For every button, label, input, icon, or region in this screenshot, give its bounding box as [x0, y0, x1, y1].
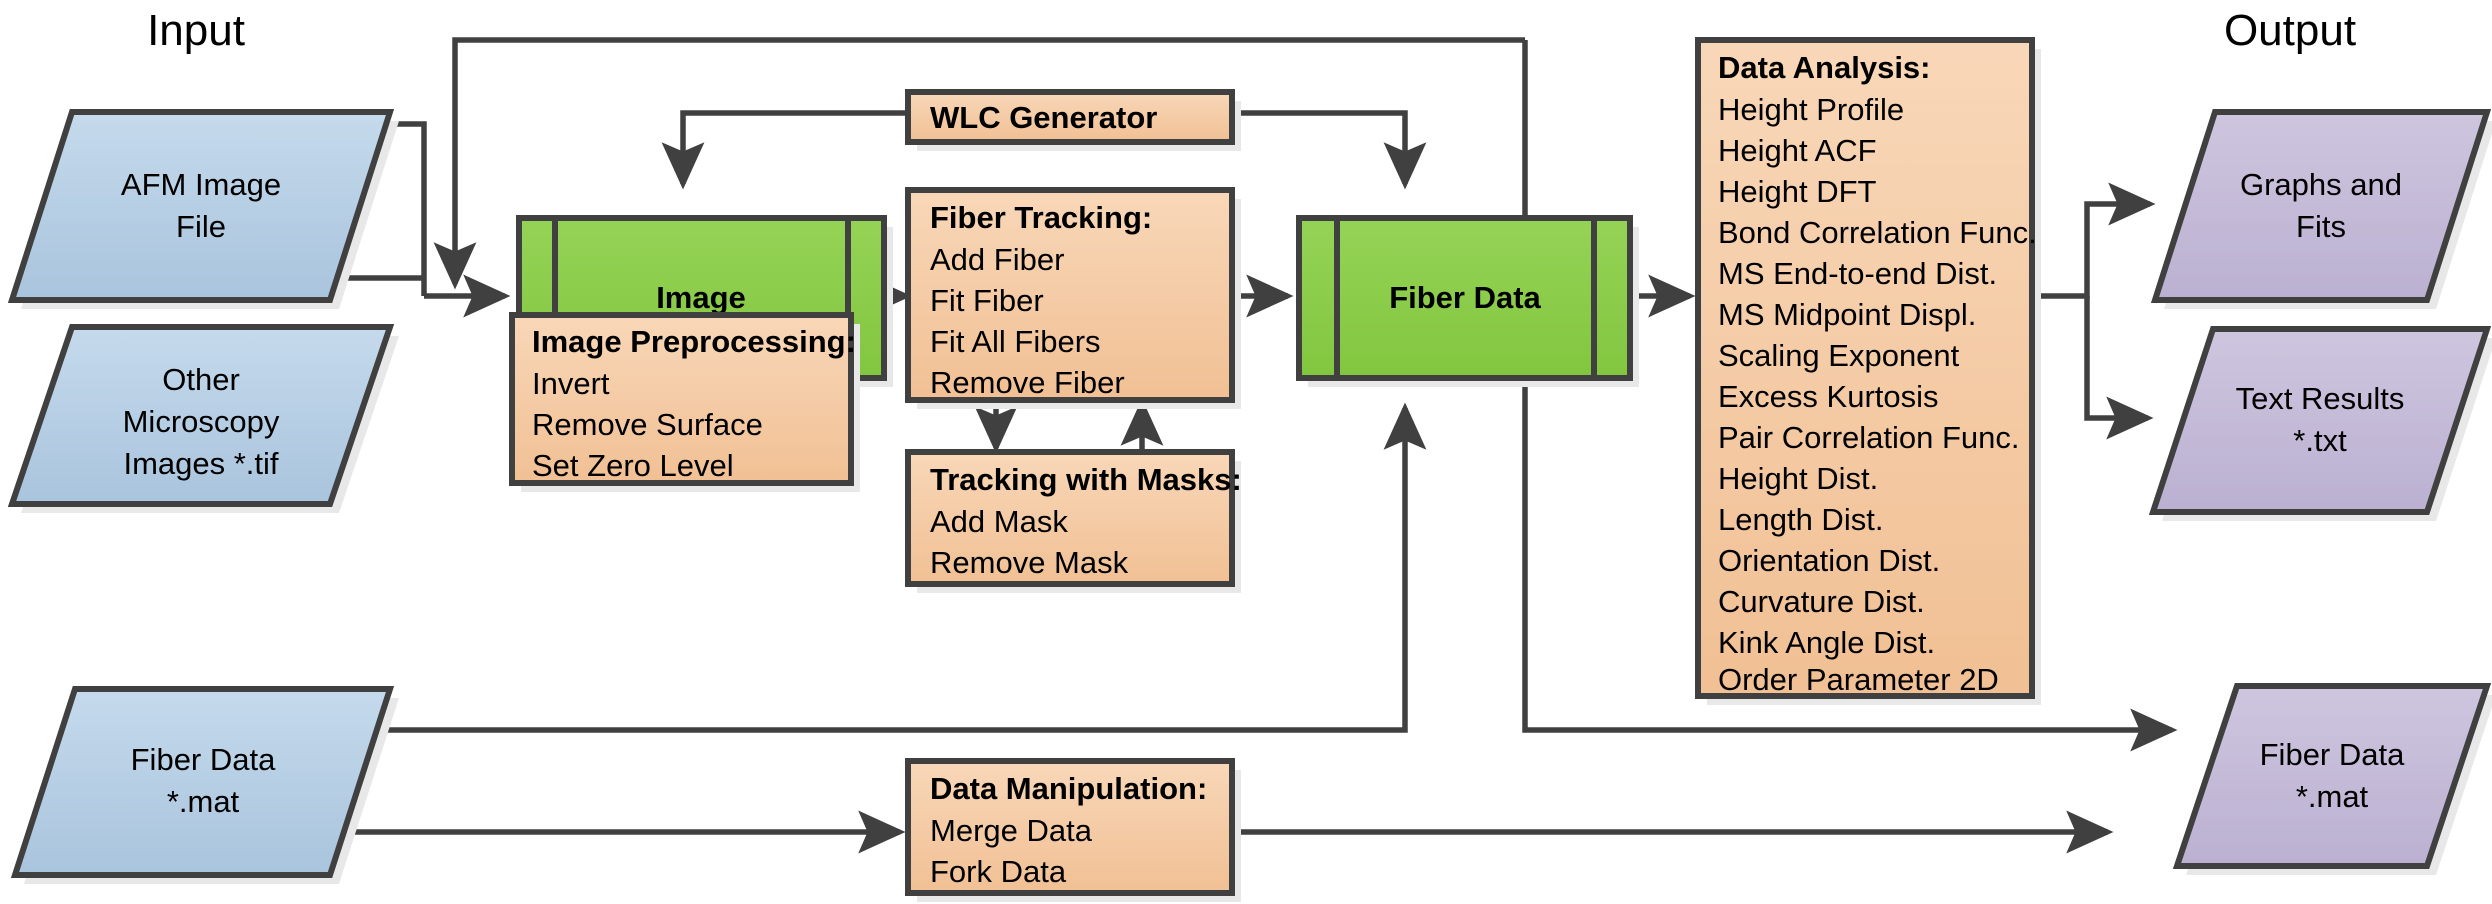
node-fiber-data-mat-input[interactable]: Fiber Data *.mat	[10, 686, 399, 884]
node-fiber-tracking[interactable]: Fiber Tracking: Add Fiber Fit Fiber Fit …	[905, 187, 1241, 409]
node-graphs-and-fits[interactable]: Graphs and Fits	[2150, 109, 2492, 309]
image-label: Image	[656, 280, 746, 315]
data-manipulation-item: Fork Data	[930, 854, 1067, 889]
node-tracking-with-masks[interactable]: Tracking with Masks: Add Mask Remove Mas…	[905, 449, 1242, 593]
data-analysis-item: Height Dist.	[1718, 461, 1878, 496]
data-analysis-item: Height DFT	[1718, 174, 1877, 209]
tracking-with-masks-item: Add Mask	[930, 504, 1068, 539]
connector-fiberdata-to-image-top	[433, 37, 1525, 290]
data-analysis-item: Bond Correlation Func.	[1718, 215, 2037, 250]
data-analysis-title: Data Analysis:	[1718, 50, 1931, 85]
data-analysis-item: Height Profile	[1718, 92, 1904, 127]
data-analysis-item: Height ACF	[1718, 133, 1877, 168]
data-analysis-item: MS End-to-end Dist.	[1718, 256, 1997, 291]
data-manipulation-item: Merge Data	[930, 813, 1093, 848]
node-fiber-data[interactable]: Fiber Data	[1296, 215, 1639, 387]
fiber-data-in-line-2: *.mat	[167, 784, 240, 819]
graphs-and-fits-line-2: Fits	[2296, 209, 2346, 244]
text-results-line-1: Text Results	[2236, 381, 2405, 416]
node-other-microscopy-images[interactable]: Other Microscopy Images *.tif	[7, 324, 399, 513]
node-data-manipulation[interactable]: Data Manipulation: Merge Data Fork Data	[905, 758, 1241, 902]
other-microscopy-line-1: Other	[162, 362, 240, 397]
fiber-tracking-item: Fit All Fibers	[930, 324, 1101, 359]
node-afm-image-file[interactable]: AFM Image File	[7, 109, 399, 309]
connector-wlc-to-fiberdata	[1232, 110, 1427, 190]
data-analysis-item: Order Parameter 2D	[1718, 662, 1999, 697]
afm-image-file-line-2: File	[176, 209, 226, 244]
image-preprocessing-item: Set Zero Level	[532, 448, 734, 483]
data-analysis-item: Length Dist.	[1718, 502, 1883, 537]
fiber-data-label: Fiber Data	[1389, 280, 1541, 315]
wlc-generator-label: WLC Generator	[930, 100, 1157, 135]
fiber-tracking-title: Fiber Tracking:	[930, 200, 1152, 235]
node-fiber-data-mat-output[interactable]: Fiber Data *.mat	[2172, 683, 2492, 875]
text-results-line-2: *.txt	[2293, 423, 2347, 458]
connector-analysis-to-graphs	[2032, 182, 2156, 299]
image-preprocessing-item: Invert	[532, 366, 610, 401]
input-header: Input	[147, 6, 245, 55]
data-analysis-item: Orientation Dist.	[1718, 543, 1940, 578]
tracking-with-masks-item: Remove Mask	[930, 545, 1129, 580]
afm-image-file-line-1: AFM Image	[121, 167, 281, 202]
data-analysis-item: MS Midpoint Displ.	[1718, 297, 1976, 332]
image-preprocessing-item: Remove Surface	[532, 407, 763, 442]
data-analysis-item: Scaling Exponent	[1718, 338, 1960, 373]
data-manipulation-title: Data Manipulation:	[930, 771, 1207, 806]
node-data-analysis[interactable]: Data Analysis: Height Profile Height ACF…	[1695, 37, 2041, 705]
fiber-tracking-item: Add Fiber	[930, 242, 1064, 277]
data-analysis-item: Pair Correlation Func.	[1718, 420, 2020, 455]
fiber-data-out-line-2: *.mat	[2296, 779, 2369, 814]
connector-wlc-to-image	[661, 110, 908, 190]
connector-analysis-to-text	[2084, 296, 2154, 440]
fiber-data-out-line-1: Fiber Data	[2260, 737, 2405, 772]
data-analysis-item: Excess Kurtosis	[1718, 379, 1939, 414]
fiber-tracking-item: Fit Fiber	[930, 283, 1044, 318]
fiber-data-in-line-1: Fiber Data	[131, 742, 276, 777]
fiber-tracking-item: Remove Fiber	[930, 365, 1125, 400]
data-analysis-item: Kink Angle Dist.	[1718, 625, 1935, 660]
output-header: Output	[2224, 6, 2356, 55]
other-microscopy-line-2: Microscopy	[123, 404, 280, 439]
data-analysis-item: Curvature Dist.	[1718, 584, 1925, 619]
node-text-results[interactable]: Text Results *.txt	[2148, 326, 2492, 521]
graphs-and-fits-line-1: Graphs and	[2240, 167, 2402, 202]
node-image-preprocessing[interactable]: Image Preprocessing: Invert Remove Surfa…	[509, 312, 860, 492]
connector-fiberdatamat-to-fiberdata	[330, 402, 1427, 733]
other-microscopy-line-3: Images *.tif	[123, 446, 278, 481]
image-preprocessing-title: Image Preprocessing:	[532, 324, 856, 359]
node-wlc-generator[interactable]: WLC Generator	[905, 89, 1241, 151]
tracking-with-masks-title: Tracking with Masks:	[930, 462, 1242, 497]
